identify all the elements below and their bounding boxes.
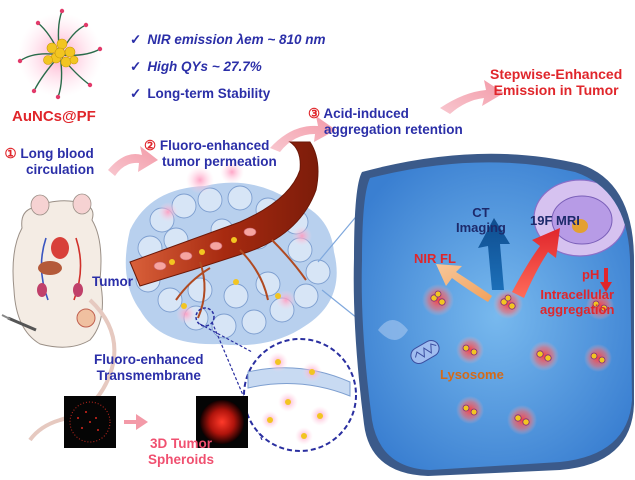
feature-text: Long-term Stability — [147, 86, 271, 101]
nucleus — [533, 179, 627, 257]
spheroid-images — [64, 396, 248, 448]
ct-arrow — [478, 218, 510, 290]
blood-vessel — [129, 141, 319, 319]
ph-down-arrow — [600, 268, 612, 292]
feature-item: ✓NIR emission λem ~ 810 nm — [130, 32, 326, 47]
arrow-step3-to-outcome — [440, 80, 504, 114]
arrow-step2-to-step3 — [270, 116, 336, 152]
step-1-label: ① Long blood circulation — [4, 146, 95, 177]
feature-item: ✓High QYs ~ 27.7% — [130, 59, 262, 74]
step-2-label: ② Fluoro-enhanced tumor permeation — [144, 138, 277, 169]
tumor-cell — [353, 153, 634, 476]
probe-label: AuNCs@PF — [12, 108, 96, 125]
tumor-label: Tumor — [92, 274, 133, 289]
nir-arrow — [436, 264, 492, 302]
feature-text: NIR emission λem ~ 810 nm — [147, 32, 326, 47]
feature-text: High QYs ~ 27.7% — [147, 59, 262, 74]
aggregated-clusters — [422, 284, 614, 435]
ct-imaging-label: CT Imaging — [456, 205, 506, 235]
mri-label: 19F MRI — [530, 213, 580, 228]
arrow-step1-to-step2 — [108, 146, 158, 176]
spheroids-label: 3D Tumor Spheroids — [148, 436, 215, 467]
ph-label: pH — [582, 267, 600, 282]
outcome-label: Stepwise-Enhanced Emission in Tumor — [490, 66, 623, 99]
lysosome-label: Lysosome — [440, 367, 504, 382]
feature-item: ✓Long-term Stability — [130, 86, 271, 101]
nanocluster-icon — [17, 8, 103, 100]
mri-arrow — [512, 228, 560, 298]
step-3-label: ③ Acid-induced aggregation retention — [308, 106, 463, 137]
nir-fl-label: NIR FL — [414, 251, 456, 266]
membrane-zoom-view — [195, 307, 357, 452]
mitochondria — [410, 340, 440, 364]
transmembrane-label: Fluoro-enhanced Transmembrane — [94, 352, 204, 383]
aggregation-label: Intracellular aggregation — [540, 287, 615, 317]
